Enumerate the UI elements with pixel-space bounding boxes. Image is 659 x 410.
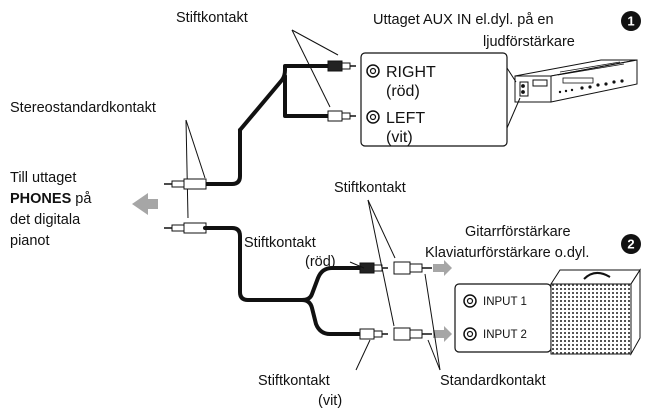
pin-plug-label-middle: Stiftkontakt — [334, 180, 406, 196]
guitar-amp-label: Gitarrförstärkare — [465, 224, 571, 240]
stereo-plug-top — [164, 178, 207, 190]
left-jack-sublabel: (vit) — [386, 129, 413, 146]
guitar-amplifier-icon — [550, 268, 641, 356]
pin-plug-red-bottom — [359, 262, 388, 274]
leader-line-white — [355, 339, 371, 371]
audio-input-panel: RIGHT (röd) LEFT (vit) — [360, 52, 521, 147]
pin-plug-red-label: Stiftkontakt — [244, 235, 316, 251]
right-jack-label: RIGHT — [386, 64, 436, 81]
pin-plug-white-sublabel: (vit) — [318, 393, 342, 409]
pin-plug-white-top — [327, 110, 356, 122]
pin-plug-label-top: Stiftkontakt — [176, 10, 248, 26]
pin-plug-red-sublabel: (röd) — [305, 254, 336, 270]
step-badge-1: 1 — [621, 11, 641, 31]
aux-in-label-line2: ljudförstärkare — [483, 34, 575, 50]
stereo-standard-plug-label: Stereostandardkontakt — [10, 100, 156, 116]
phones-jack-label: Till uttaget PHONES på det digitala pian… — [10, 170, 92, 249]
svg-text:det digitala: det digitala — [10, 212, 81, 228]
svg-text:pianot: pianot — [10, 233, 50, 249]
amp-input-panel: INPUT 1 INPUT 2 — [454, 283, 552, 353]
connector-arrow-icon — [433, 260, 452, 342]
left-jack-label: LEFT — [386, 110, 425, 127]
standard-plug-label: Standardkontakt — [440, 373, 546, 389]
aux-in-label-line1: Uttaget AUX IN el.dyl. på en — [373, 12, 554, 28]
right-jack-icon — [366, 64, 380, 78]
leader-lines-standard — [424, 273, 441, 371]
audio-amplifier-icon — [514, 59, 638, 103]
adapter-plug-upper — [393, 261, 432, 275]
arrow-left-icon — [132, 193, 158, 215]
adapter-plug-lower — [393, 327, 432, 341]
pin-plug-white-label: Stiftkontakt — [258, 373, 330, 389]
input-2-jack-icon — [463, 327, 477, 341]
left-jack-icon — [366, 110, 380, 124]
input-1-jack-icon — [463, 294, 477, 308]
input-2-label: INPUT 2 — [483, 329, 527, 341]
svg-text:PHONES på: PHONES på — [10, 191, 92, 207]
leader-lines-stereo — [185, 119, 206, 219]
step-badge-2: 2 — [621, 234, 641, 254]
stereo-plug-bottom — [164, 222, 207, 234]
svg-text:Till uttaget: Till uttaget — [10, 170, 76, 186]
pin-plug-white-bottom — [359, 328, 388, 340]
right-jack-sublabel: (röd) — [386, 83, 420, 100]
leader-line-red — [349, 261, 365, 269]
stereo-cable-top — [203, 64, 332, 186]
stereo-cable-bottom — [203, 226, 364, 336]
keyboard-amp-label: Klaviaturförstärkare o.dyl. — [425, 245, 589, 261]
input-1-label: INPUT 1 — [483, 296, 527, 308]
leader-lines-middle — [367, 199, 396, 327]
pin-plug-red-top — [327, 60, 356, 72]
svg-text:2: 2 — [627, 237, 634, 252]
svg-text:1: 1 — [627, 14, 634, 29]
leader-lines-top — [291, 29, 339, 108]
